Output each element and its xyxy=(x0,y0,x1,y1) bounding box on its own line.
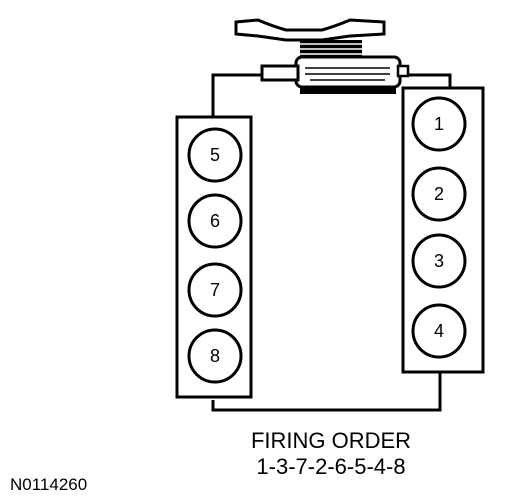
distributor-icon xyxy=(234,18,410,94)
cylinder-circle xyxy=(411,96,467,152)
cylinder-circle xyxy=(411,166,467,222)
cylinder-circle xyxy=(187,127,243,183)
cylinder-circle xyxy=(411,233,467,289)
cylinder-label: 6 xyxy=(210,211,220,231)
firing-order-title: FIRING ORDER xyxy=(251,428,411,453)
cylinder-7: 7 xyxy=(187,262,243,318)
right-bank-cylinders: 1 2 3 4 xyxy=(411,96,467,359)
cylinder-6: 6 xyxy=(187,193,243,249)
cylinder-4: 4 xyxy=(411,303,467,359)
cylinder-circle xyxy=(187,328,243,384)
cylinder-2: 2 xyxy=(411,166,467,222)
left-bank-cylinders: 5 6 7 8 xyxy=(187,127,243,384)
firing-order-sequence: 1-3-7-2-6-5-4-8 xyxy=(256,454,405,479)
cylinder-circle xyxy=(187,193,243,249)
cylinder-label: 3 xyxy=(434,251,444,271)
cylinder-label: 4 xyxy=(434,321,444,341)
cylinder-label: 8 xyxy=(210,346,220,366)
connection-lines xyxy=(211,73,452,412)
cylinder-1: 1 xyxy=(411,96,467,152)
cylinder-5: 5 xyxy=(187,127,243,183)
cylinder-label: 5 xyxy=(210,145,220,165)
cylinder-8: 8 xyxy=(187,328,243,384)
cylinder-label: 2 xyxy=(434,184,444,204)
cylinder-3: 3 xyxy=(411,233,467,289)
cylinder-circle xyxy=(187,262,243,318)
cylinder-label: 7 xyxy=(210,280,220,300)
cylinder-label: 1 xyxy=(434,114,444,134)
figure-reference-id: N0114260 xyxy=(10,475,87,494)
cylinder-circle xyxy=(411,303,467,359)
